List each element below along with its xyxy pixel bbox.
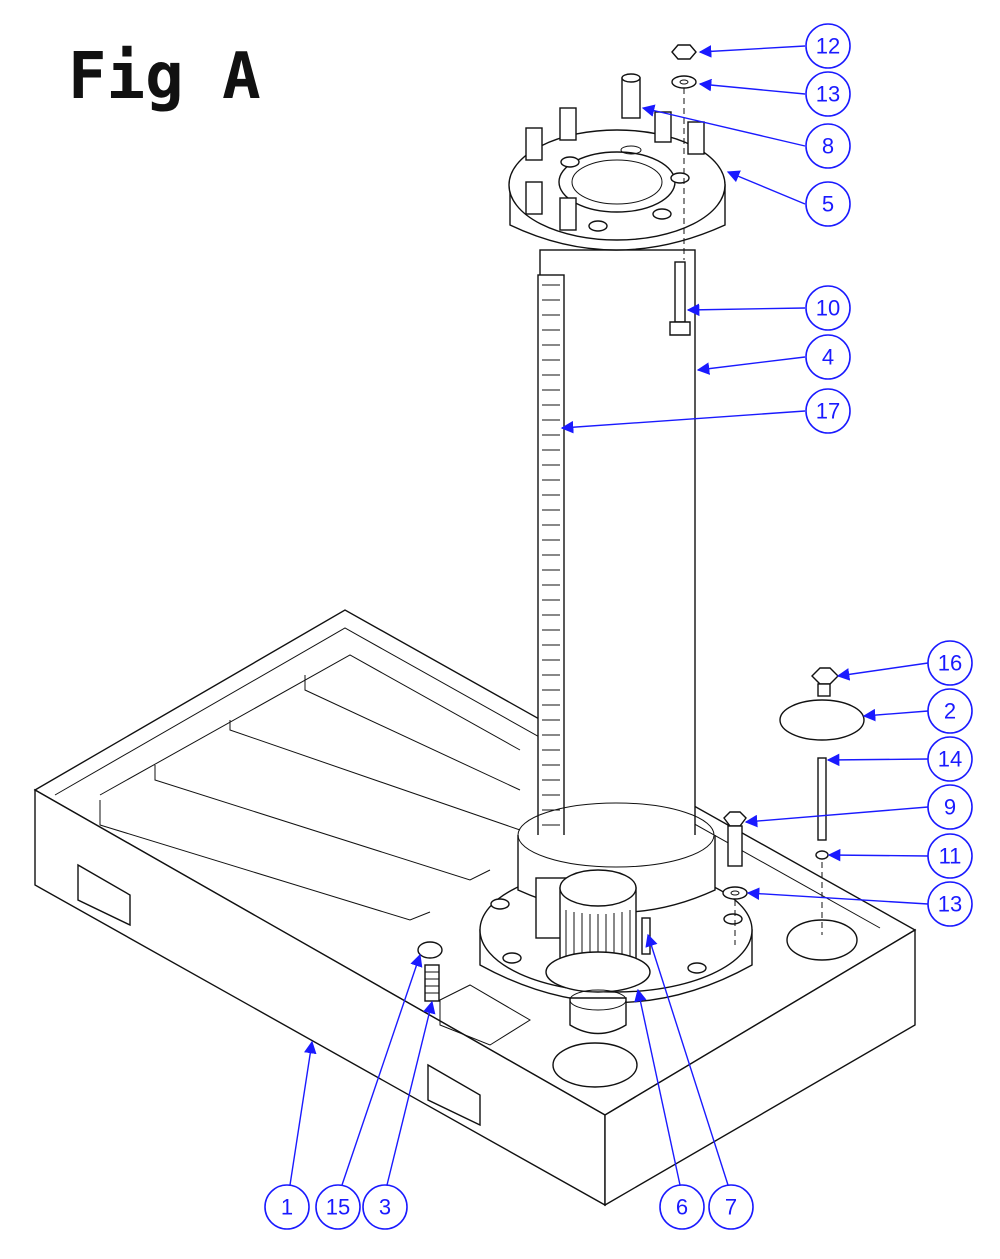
crank-knob	[535, 869, 651, 1035]
svg-text:13: 13	[938, 892, 962, 917]
svg-text:13: 13	[816, 82, 840, 107]
grease-fitting-3	[424, 964, 440, 1002]
long-bolt	[669, 261, 691, 336]
washer-13-lower	[722, 886, 748, 900]
callout-1	[264, 1184, 310, 1230]
svg-text:9: 9	[944, 795, 956, 820]
small-nut-11	[815, 850, 829, 860]
svg-text:17: 17	[816, 399, 840, 424]
hex-nut-top	[671, 44, 697, 60]
svg-text:5: 5	[822, 192, 834, 217]
callout-10	[805, 285, 851, 331]
callout-7	[708, 1184, 754, 1230]
svg-text:7: 7	[725, 1195, 737, 1220]
svg-text:2: 2	[944, 699, 956, 724]
top-collar	[508, 107, 726, 251]
svg-text:12: 12	[816, 34, 840, 59]
svg-text:8: 8	[822, 134, 834, 159]
callout-16	[927, 640, 973, 686]
hex-bolt-9	[723, 811, 747, 867]
callout-15	[315, 1184, 361, 1230]
callout-13-top	[805, 71, 851, 117]
column-tube	[538, 249, 696, 889]
figure-title: Fig A	[68, 40, 261, 114]
callout-12	[805, 23, 851, 69]
callout-9	[927, 784, 973, 830]
callout-3	[362, 1184, 408, 1230]
svg-text:16: 16	[938, 651, 962, 676]
svg-text:10: 10	[816, 296, 840, 321]
svg-text:11: 11	[939, 844, 962, 869]
svg-text:6: 6	[676, 1195, 688, 1220]
base-tray	[33, 609, 917, 1207]
callout-13-lower	[927, 881, 973, 927]
svg-text:1: 1	[281, 1195, 293, 1220]
washer-top	[671, 75, 697, 89]
socket-head-screw	[620, 73, 642, 155]
svg-text:14: 14	[938, 747, 962, 772]
callout-2	[927, 688, 973, 734]
callout-8	[805, 123, 851, 169]
callout-17	[805, 388, 851, 434]
svg-text:15: 15	[326, 1195, 350, 1220]
callout-11	[927, 833, 973, 879]
callout-6	[659, 1184, 705, 1230]
disc-cover	[779, 699, 865, 741]
svg-text:3: 3	[379, 1195, 391, 1220]
callout-4	[805, 334, 851, 380]
svg-text:4: 4	[822, 345, 834, 370]
knob-16	[811, 667, 839, 697]
threaded-rod	[817, 757, 827, 841]
callout-5	[805, 181, 851, 227]
callouts: 12 13 8 5 10 4 17 16 2	[264, 23, 973, 1230]
callout-14	[927, 736, 973, 782]
washer-15	[417, 941, 443, 959]
gear-rack	[537, 274, 565, 846]
